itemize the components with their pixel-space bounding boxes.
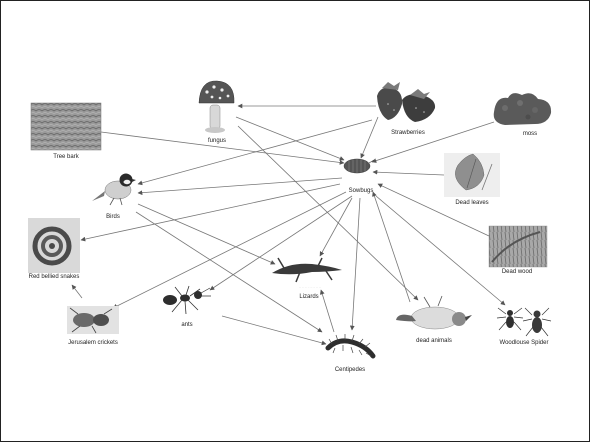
dead-animal-image <box>396 295 472 330</box>
fungus-mushroom-image <box>198 80 235 133</box>
lizard-image: · · · · · · · · · · · · · · · <box>272 257 342 289</box>
food-web-arrows <box>71 103 506 346</box>
dead-wood-image <box>488 225 548 268</box>
label-ants: ants <box>181 322 192 328</box>
strawberries-image <box>377 82 436 122</box>
sowbug-image <box>343 158 375 174</box>
bird-chickadee-image <box>92 173 136 206</box>
label-dead-leaves: Dead leaves <box>455 200 488 206</box>
ant-image <box>163 285 211 315</box>
lizard-image-caption: · · · · · · · · · · · · · · · <box>299 286 321 289</box>
label-tree-bark: Tree bark <box>53 154 79 160</box>
arrow-sowbugs-to-ants <box>209 195 353 291</box>
label-jerusalem-crickets: Jerusalem crickets <box>68 340 118 346</box>
arrow-birds-to-lizards <box>137 203 276 265</box>
label-dead-wood: Dead wood <box>502 269 532 275</box>
arrow-ants-to-centipedes <box>221 315 327 346</box>
jerusalem-cricket-image <box>67 306 119 334</box>
arrow-sowbugs-to-lizards <box>319 197 353 257</box>
red-bellied-snake-image <box>28 218 80 273</box>
arrow-sowbugs-to-jerusalem-crickets <box>112 191 347 309</box>
woodlouse-spider-image <box>496 307 552 337</box>
arrow-jerusalem-crickets-to-red-bellied-snakes <box>71 284 83 299</box>
arrow-strawberries-to-birds <box>137 119 373 186</box>
label-dead-animals: dead animals <box>416 338 452 344</box>
arrow-strawberries-to-sowbugs <box>360 116 379 159</box>
arrow-sowbugs-to-red-bellied-snakes <box>80 183 341 242</box>
label-birds: Birds <box>106 214 120 220</box>
arrow-centipedes-to-lizards <box>319 289 335 333</box>
arrow-sowbugs-to-centipedes <box>349 197 361 331</box>
dead-leaves-image <box>444 153 500 197</box>
arrow-dead-animals-to-sowbugs <box>372 191 411 303</box>
label-lizards: Lizards <box>299 294 318 300</box>
tree-bark-image <box>30 102 102 151</box>
label-sowbugs: Sowbugs <box>349 188 374 194</box>
label-centipedes: Centipedes <box>335 367 365 373</box>
label-woodlouse-spider: Woodlouse Spider <box>500 340 549 346</box>
arrow-fungus-to-sowbugs <box>235 116 345 161</box>
arrow-dead-wood-to-sowbugs <box>377 183 490 237</box>
arrow-dead-leaves-to-sowbugs <box>372 169 445 176</box>
arrow-fungus-to-dead-animals <box>237 125 419 301</box>
arrow-sowbugs-to-woodlouse-spider <box>375 195 506 306</box>
label-strawberries: Strawberries <box>391 130 425 136</box>
arrow-tree-bark-to-sowbugs <box>100 131 345 165</box>
arrow-moss-to-sowbugs <box>371 121 495 163</box>
centipede-image <box>325 334 376 359</box>
label-moss: moss <box>523 131 537 137</box>
label-red-bellied-snakes: Red bellied snakes <box>29 274 80 280</box>
arrow-sowbugs-to-birds <box>137 177 343 196</box>
arrow-birds-to-centipedes <box>135 211 323 333</box>
moss-image <box>493 93 552 125</box>
label-fungus: fungus <box>208 138 226 144</box>
